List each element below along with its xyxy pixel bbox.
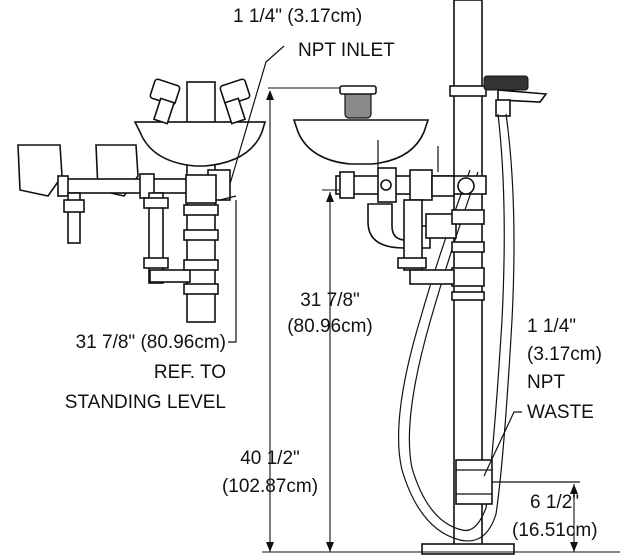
front-view: [292, 0, 580, 555]
waste-height-in-label: 6 1/2": [530, 492, 580, 513]
inlet-leader-line: [229, 45, 285, 185]
side-spray-head-left: [149, 78, 181, 125]
waste-tee: [455, 459, 493, 505]
bowl-height-in-label: 31 7/8": [300, 290, 360, 311]
waste-size-cm-label: (3.17cm): [527, 344, 602, 365]
dimension-bowl-height: [322, 189, 340, 552]
hose-outer: [397, 113, 515, 542]
bowl-height-cm-label: (80.96cm): [287, 316, 373, 337]
inlet-type-label: NPT INLET: [298, 40, 395, 61]
side-view: [17, 45, 285, 343]
standing-level-label: STANDING LEVEL: [64, 392, 226, 413]
waste-size-in-label: 1 1/4": [527, 316, 577, 337]
ref-height-label: 31 7/8" (80.96cm): [75, 332, 226, 353]
ref-height-bracket: [228, 200, 237, 343]
ref-to-label: REF. TO: [153, 362, 226, 383]
waste-height-cm-label: (16.51cm): [512, 520, 598, 541]
total-height-in-label: 40 1/2": [240, 448, 300, 469]
shower-head: [483, 75, 529, 91]
hose-inner: [408, 113, 505, 532]
total-height-cm-label: (102.87cm): [221, 476, 319, 497]
waste-leader-line: [483, 411, 522, 477]
dimension-waste-height: [570, 484, 578, 552]
waste-label: WASTE: [527, 402, 594, 423]
dimension-total-height: [266, 87, 340, 552]
side-spray-head-right: [219, 78, 251, 125]
inlet-size-label: 1 1/4" (3.17cm): [233, 6, 363, 27]
front-bowl: [292, 119, 430, 165]
side-paddle-left: [17, 144, 63, 197]
side-bowl: [133, 121, 267, 167]
waste-npt-label: NPT: [527, 372, 565, 393]
base-plate: [421, 543, 515, 555]
